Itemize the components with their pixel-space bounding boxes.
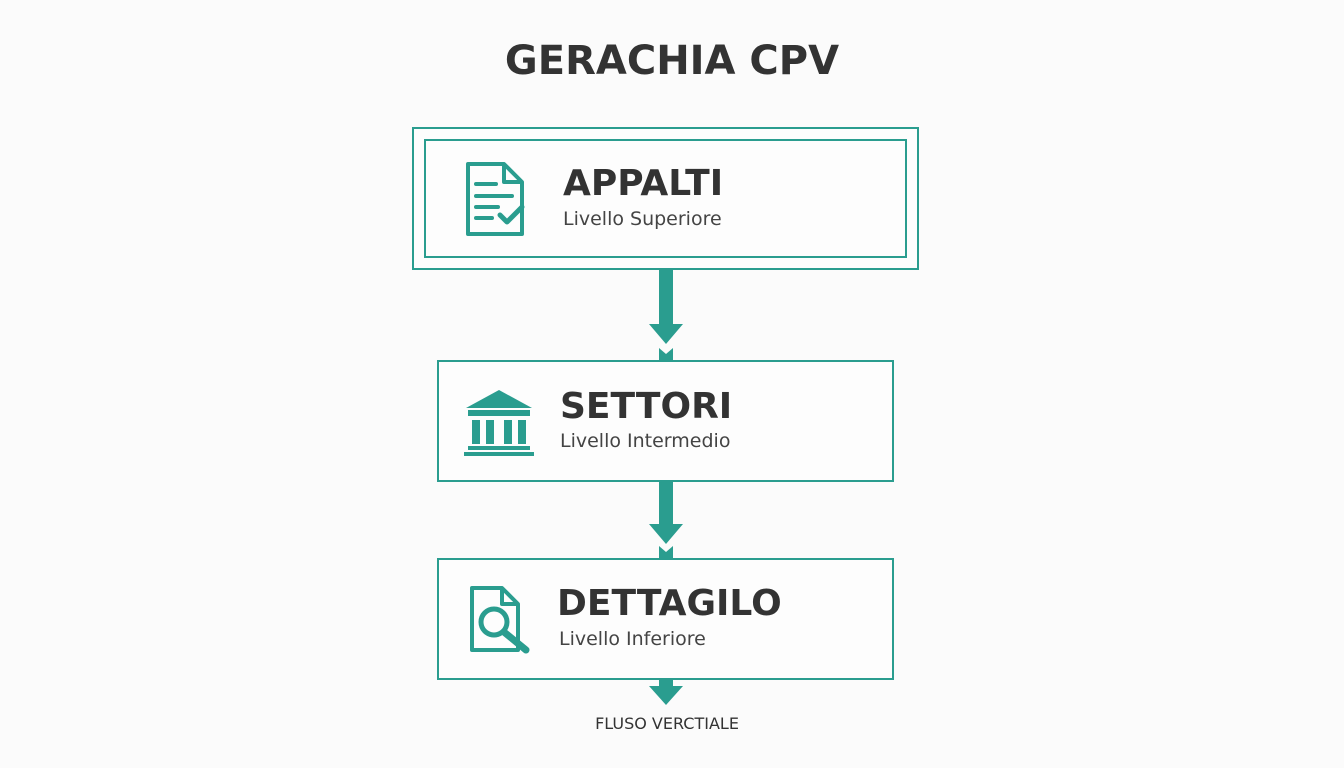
arrow-down-3 <box>648 680 684 706</box>
level-subtitle-appalti: Livello Superiore <box>563 208 722 230</box>
document-check-icon <box>462 160 528 240</box>
level-box-settori <box>437 360 894 482</box>
arrow-down-2 <box>648 482 684 558</box>
level-title-settori: SETTORI <box>560 386 733 427</box>
level-box-dettagilo <box>437 558 894 680</box>
level-subtitle-settori: Livello Intermedio <box>560 430 731 452</box>
level-box-inner-border <box>424 139 907 258</box>
diagram-title: GERACHIA CPV <box>504 38 840 84</box>
institution-building-icon <box>462 388 536 458</box>
flow-caption: FLUSO VERCTIALE <box>595 714 739 733</box>
level-subtitle-dettagilo: Livello Inferiore <box>559 628 706 650</box>
arrow-down-1 <box>648 270 684 362</box>
level-title-dettagilo: DETTAGILO <box>557 583 782 624</box>
level-box-appalti <box>412 127 919 270</box>
level-title-appalti: APPALTI <box>563 163 724 204</box>
document-search-icon <box>468 584 532 656</box>
